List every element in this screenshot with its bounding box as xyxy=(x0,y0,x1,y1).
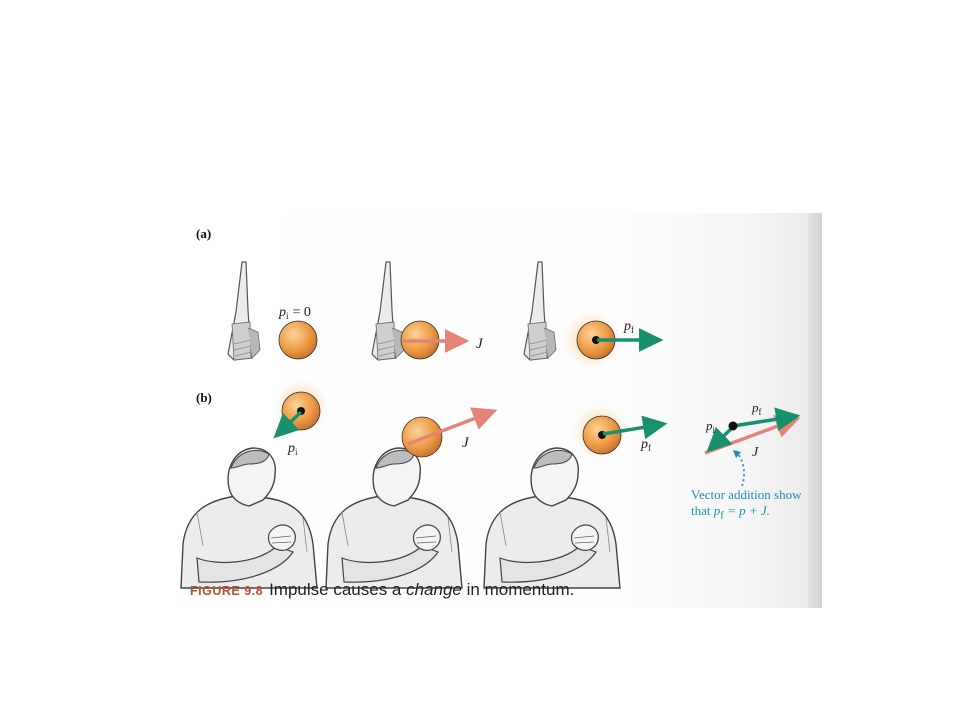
person-1 xyxy=(180,447,318,589)
note-pointer xyxy=(737,453,745,487)
ball-center-dot xyxy=(592,336,600,344)
momentum-arrow-b3 xyxy=(602,415,668,440)
j-label-b: J xyxy=(462,435,470,451)
vector-addition-note: Vector addition show that pf = p + J. xyxy=(691,487,822,524)
golf-club-1 xyxy=(227,261,261,361)
triangle-pf-arrow xyxy=(732,407,801,431)
person-3 xyxy=(483,447,621,589)
p-f-label-a: pf xyxy=(623,319,634,335)
j-label-a: J xyxy=(476,336,484,352)
triangle-vertex-dot xyxy=(728,421,738,431)
triangle-p-i-label: pi xyxy=(705,418,716,435)
momentum-arrow-b1 xyxy=(273,410,303,439)
triangle-pi-arrow xyxy=(706,425,735,453)
p-f-label-b: pf xyxy=(640,437,651,453)
p-i-zero-label: pi= 0 xyxy=(278,305,311,321)
golf-ball-1 xyxy=(278,320,318,360)
p-i-label-b: pi xyxy=(287,441,298,457)
panel-b-label: (b) xyxy=(196,390,212,405)
golf-club-2 xyxy=(371,261,405,361)
page-edge-shadow xyxy=(808,213,822,608)
note-pointer-head xyxy=(733,450,741,458)
note-line-1: Vector addition show xyxy=(691,487,802,502)
triangle-j-label: J xyxy=(752,445,759,460)
panel-a-label: (a) xyxy=(196,226,211,241)
impulse-arrow-b xyxy=(407,407,498,446)
note-line-2: that pf = p + J. xyxy=(691,503,770,522)
triangle-p-f-label: pf xyxy=(751,400,762,417)
golf-club-3 xyxy=(523,261,557,361)
figure-number: FIGURE 9.8 xyxy=(190,584,264,598)
person-2 xyxy=(325,447,463,589)
